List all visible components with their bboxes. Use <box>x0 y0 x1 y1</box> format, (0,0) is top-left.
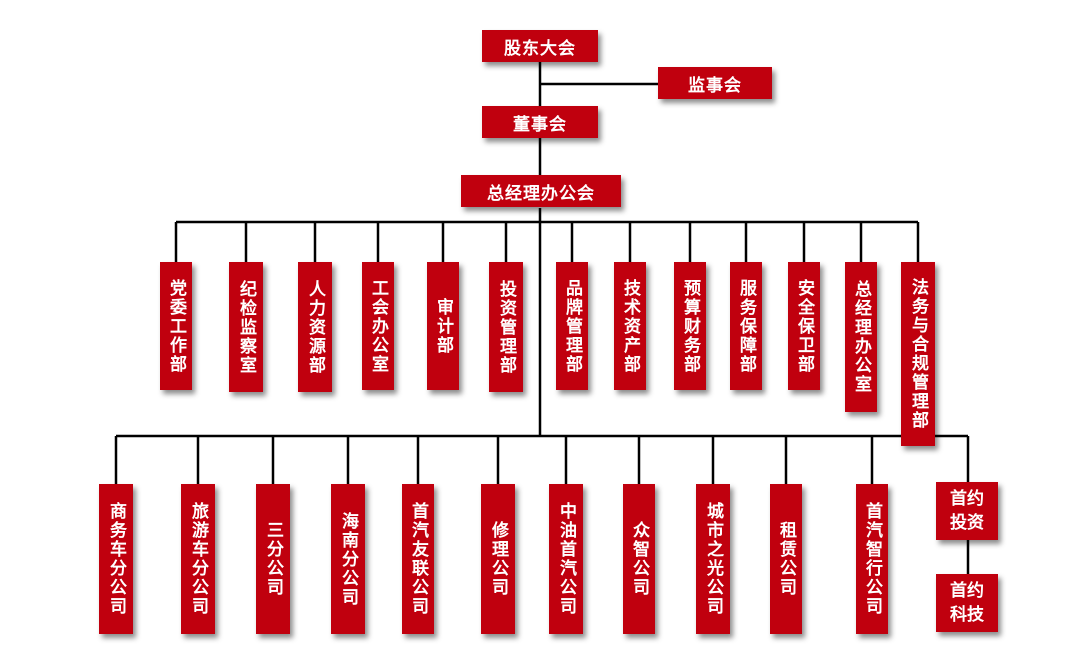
department-label: 投资管理部 <box>496 279 516 375</box>
department-label: 技术资产部 <box>620 278 640 374</box>
shouyue-investment-line1: 首约 <box>950 489 984 509</box>
board-of-directors-box: 董事会 <box>482 106 598 138</box>
department-label: 纪检监察室 <box>236 279 256 375</box>
subsidiary-label: 旅游车分公司 <box>188 502 208 616</box>
department-box: 预算财务部 <box>674 262 706 390</box>
department-box: 审计部 <box>427 262 459 390</box>
department-box: 人力资源部 <box>298 262 332 392</box>
shouyue-investment-box: 首约 投资 <box>936 482 998 540</box>
department-box: 总经理办公室 <box>845 262 877 412</box>
subsidiary-label: 修理公司 <box>488 521 508 597</box>
subsidiary-label: 众智公司 <box>629 521 649 597</box>
subsidiary-box: 首汽友联公司 <box>402 484 434 634</box>
department-label: 预算财务部 <box>680 278 700 374</box>
subsidiary-label: 城市之光公司 <box>703 502 723 616</box>
subsidiary-box: 修理公司 <box>481 484 515 634</box>
department-box: 技术资产部 <box>614 262 646 390</box>
department-box: 投资管理部 <box>489 262 523 392</box>
shouyue-tech-box: 首约 科技 <box>936 574 998 632</box>
gm-office-meeting-label: 总经理办公会 <box>487 183 595 204</box>
department-connectors <box>174 222 920 262</box>
subsidiary-label: 租赁公司 <box>776 521 796 597</box>
department-box: 服务保障部 <box>730 262 762 390</box>
shouyue-investment-line2: 投资 <box>950 513 984 533</box>
subsidiary-box: 旅游车分公司 <box>181 484 215 634</box>
gm-office-meeting-box: 总经理办公会 <box>461 175 621 207</box>
subsidiary-connectors <box>114 436 970 484</box>
department-label: 党委工作部 <box>166 278 186 374</box>
shouyue-tech-line2: 科技 <box>950 605 984 625</box>
shouyue-tech-line1: 首约 <box>950 581 984 601</box>
department-label: 安全保卫部 <box>794 278 814 374</box>
department-label: 人力资源部 <box>305 279 325 375</box>
department-box: 品牌管理部 <box>556 262 588 390</box>
subsidiary-label: 商务车分公司 <box>106 502 126 616</box>
department-label: 法务与合规管理部 <box>908 278 928 430</box>
department-label: 品牌管理部 <box>562 278 582 374</box>
subsidiary-label: 中油首汽公司 <box>556 502 576 616</box>
shareholders-meeting-label: 股东大会 <box>504 38 576 59</box>
subsidiary-label: 首汽智行公司 <box>862 502 882 616</box>
subsidiary-box: 中油首汽公司 <box>549 484 583 634</box>
supervisory-board-box: 监事会 <box>658 67 772 99</box>
subsidiary-box: 三分公司 <box>256 484 290 634</box>
subsidiary-box: 商务车分公司 <box>99 484 133 634</box>
subsidiary-box: 城市之光公司 <box>696 484 730 634</box>
department-box: 党委工作部 <box>160 262 192 390</box>
department-box: 安全保卫部 <box>788 262 820 390</box>
subsidiary-label: 海南分公司 <box>338 511 358 607</box>
subsidiary-box: 首汽智行公司 <box>856 484 888 634</box>
subsidiary-label: 三分公司 <box>263 521 283 597</box>
shareholders-meeting-box: 股东大会 <box>482 30 598 62</box>
supervisory-board-label: 监事会 <box>688 75 742 96</box>
department-box: 法务与合规管理部 <box>901 262 935 446</box>
subsidiary-box: 众智公司 <box>623 484 655 634</box>
subsidiary-box: 海南分公司 <box>331 484 365 634</box>
subsidiary-label: 首汽友联公司 <box>408 502 428 616</box>
department-box: 工会办公室 <box>362 262 394 390</box>
department-label: 审计部 <box>433 297 453 355</box>
board-of-directors-label: 董事会 <box>513 114 567 135</box>
subsidiary-box: 租赁公司 <box>770 484 802 634</box>
department-label: 工会办公室 <box>368 278 388 374</box>
department-box: 纪检监察室 <box>229 262 263 392</box>
department-label: 总经理办公室 <box>851 280 871 394</box>
department-label: 服务保障部 <box>736 278 756 374</box>
